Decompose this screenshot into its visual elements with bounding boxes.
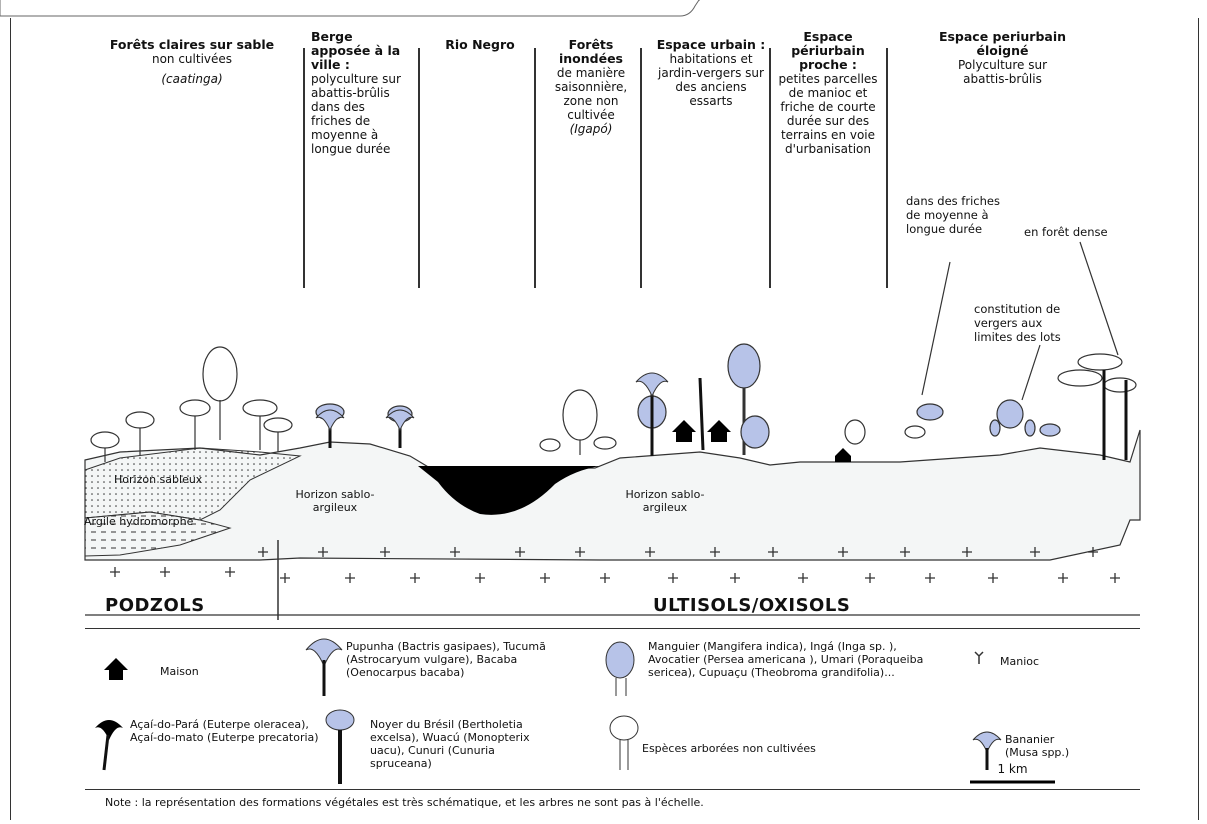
footnote: Note : la représentation des formations …: [105, 796, 704, 809]
zone-italic: (caatinga): [161, 72, 223, 86]
wild-tree-icon: [609, 715, 639, 770]
pointer-line: [1079, 241, 1119, 356]
zone-title: Espace périurbain proche :: [791, 29, 865, 72]
bedrock-crosses: [110, 547, 1120, 583]
acai-icon: [95, 720, 123, 771]
palm-trees: [328, 370, 1128, 460]
label-argile: Argile hydromorphe: [84, 515, 194, 528]
zone-title: Forêts claires sur sable: [109, 37, 275, 52]
zone-divider: [534, 48, 536, 288]
zone-igapo: Forêts inondées de manière saisonnière, …: [550, 37, 632, 137]
zone-urbain: Espace urbain : habitations et jardin-ve…: [655, 37, 767, 109]
legend-acai: Açaí-do-Pará (Euterpe oleracea), Açaí-do…: [130, 718, 319, 744]
argile-area: [84, 511, 232, 557]
zone-desc: de manière saisonnière, zone non cultivé…: [554, 66, 628, 122]
legend-maison: Maison: [160, 665, 199, 678]
legend-manioc: Manioc: [1000, 655, 1040, 668]
cross-section: [84, 241, 1141, 620]
legend-box: [85, 628, 1140, 790]
zone-rio-negro: Rio Negro: [430, 38, 530, 52]
annotation-vergers: constitution de vergers aux limites des …: [974, 302, 1061, 344]
fruit-tree-icon: [605, 641, 635, 696]
legend-palms: Pupunha (Bactris gasipaes), Tucumã (Astr…: [346, 640, 546, 679]
annotation-friches: dans des friches de moyenne à longue dur…: [906, 194, 1000, 236]
manioc-icon: [974, 651, 984, 664]
zone-periurbain-eloigne: Espace periurbain éloigné Polyculture su…: [935, 29, 1070, 87]
zone-divider: [886, 48, 888, 288]
zone-divider: [418, 48, 420, 288]
tree-group: [90, 346, 1137, 462]
palm-icon: [305, 638, 343, 696]
scale-label: 1 km: [997, 762, 1028, 776]
zone-italic: (Igapó): [569, 122, 613, 136]
houses: [672, 420, 851, 462]
zone-caatinga: Forêts claires sur sable non cultivées (…: [92, 37, 292, 87]
zone-title: Forêts inondées: [558, 37, 623, 66]
label-podzols: PODZOLS: [105, 595, 205, 616]
zone-divider: [303, 48, 305, 288]
zone-desc: Polyculture sur abattis-brûlis: [957, 58, 1048, 86]
legend-banana: Bananier (Musa spp.): [1005, 733, 1070, 759]
label-horizon-sablo-1: Horizon sablo-argileux: [295, 488, 375, 514]
zone-desc: habitations et jardin-vergers sur des an…: [658, 52, 764, 108]
zone-desc: petites parcelles de manioc et friche de…: [778, 72, 878, 156]
pointer-line: [1021, 344, 1041, 401]
zone-periurbain-proche: Espace périurbain proche : petites parce…: [772, 29, 884, 157]
zone-title: Espace urbain :: [656, 37, 766, 52]
zone-title: Rio Negro: [445, 37, 515, 52]
noyer-icon: [325, 709, 355, 784]
zone-title: Berge apposée à la ville :: [311, 29, 401, 72]
top-tab-strip: [0, 0, 1207, 20]
zone-berge: Berge apposée à la ville : polyculture s…: [311, 29, 403, 157]
pointer-line: [921, 261, 951, 396]
figure-frame: [10, 18, 1199, 820]
legend-noyer: Noyer du Brésil (Bertholetia excelsa), W…: [370, 718, 530, 770]
legend-wild-trees: Espèces arborées non cultivées: [642, 742, 816, 755]
tab-outline: [0, 0, 700, 17]
legend-fruit-trees: Manguier (Mangifera indica), Ingá (Inga …: [648, 640, 924, 679]
zone-divider: [640, 48, 642, 288]
label-ultisols: ULTISOLS/OXISOLS: [653, 595, 851, 616]
label-horizon-sablo-2: Horizon sablo-argileux: [625, 488, 705, 514]
rio-negro-river: [418, 466, 600, 515]
house-icon: [104, 658, 128, 680]
label-horizon-sableux: Horizon sableux: [114, 473, 203, 486]
zone-desc: polyculture sur abattis-brûlis dans des …: [311, 72, 401, 156]
annotation-foret-dense: en forêt dense: [1024, 225, 1108, 239]
zone-desc: non cultivées: [151, 52, 233, 66]
palm-crowns: [315, 372, 669, 432]
banana-icon: [972, 731, 1002, 770]
zone-divider: [769, 48, 771, 288]
zone-title: Espace periurbain éloigné: [938, 29, 1067, 58]
